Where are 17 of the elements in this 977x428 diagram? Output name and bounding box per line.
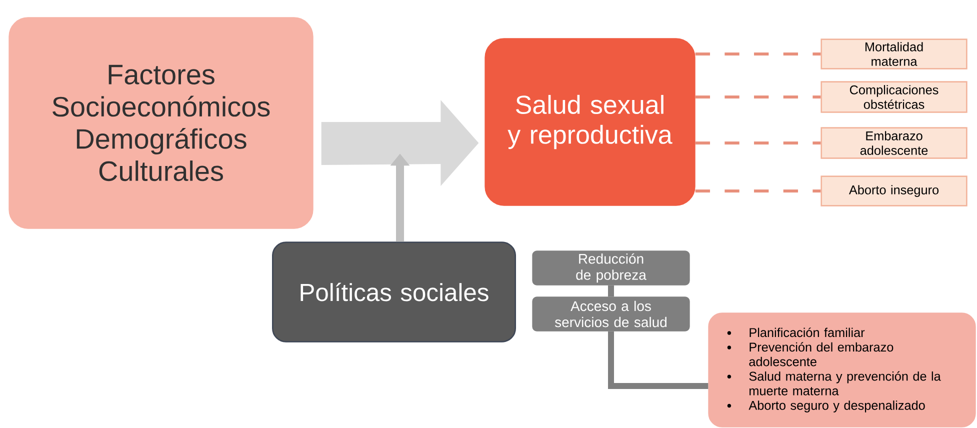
connector	[608, 285, 614, 297]
factor-box: Factores Socioeconómicos Demográficos Culturales	[8, 17, 314, 229]
outcome-box: Complicaciones obstétricas	[820, 81, 968, 113]
dashed-connector	[695, 190, 821, 192]
dashed-connector	[695, 142, 821, 144]
policy-box: Políticas sociales	[272, 242, 516, 342]
outcome-box: Embarazo adolescente	[820, 127, 968, 159]
outcome-box: Aborto inseguro	[820, 176, 968, 206]
dashed-connector	[695, 52, 821, 56]
policy-item-box: Acceso a los servicios de salud	[532, 296, 690, 332]
action-list-box: Planificación familiar Prevención del embarazo adolescente Salud materna y prevención de la muerte materna Aborto seguro y despenalizado	[708, 312, 976, 428]
connector	[608, 331, 708, 389]
block-arrow	[321, 100, 479, 186]
dashed-connector	[695, 96, 821, 98]
policy-item-box: Reducción de pobreza	[532, 250, 690, 286]
topic-box: Salud sexual y reproductiva	[484, 38, 696, 206]
outcome-box: Mortalidad materna	[820, 38, 968, 70]
